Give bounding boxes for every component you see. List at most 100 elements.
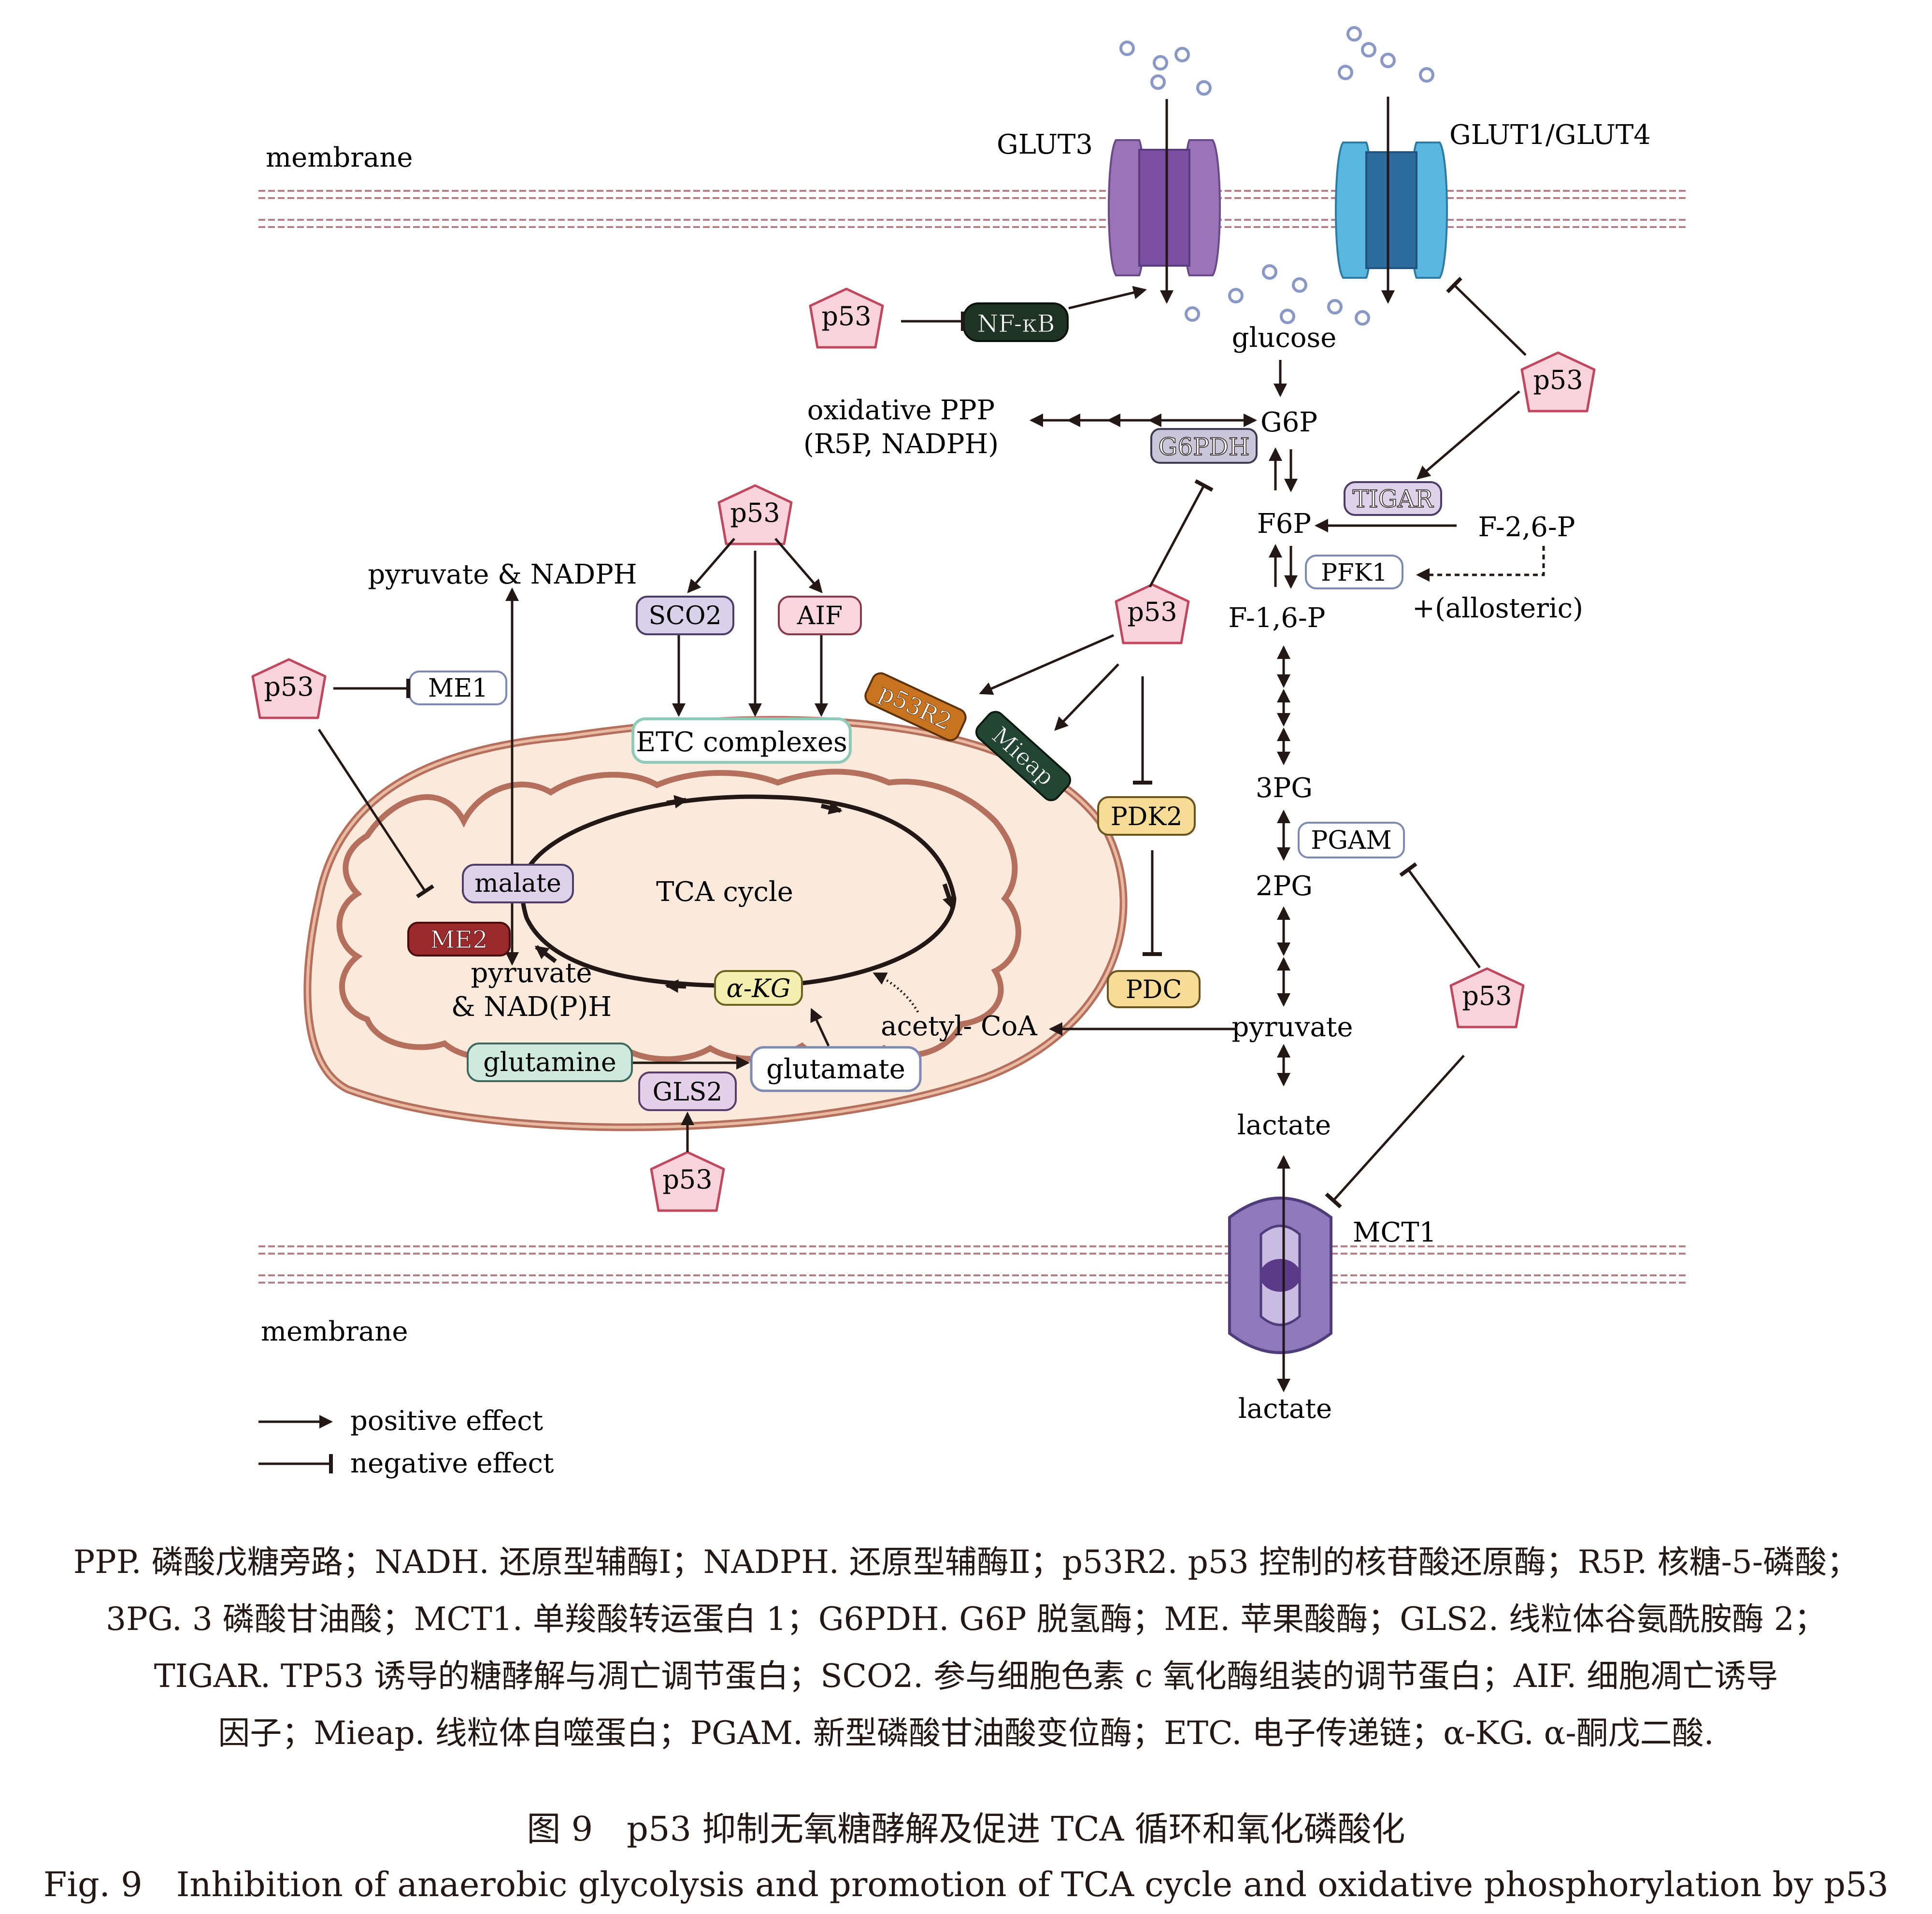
p53-node-nfkb: p53 [809,287,884,349]
tigar-box: TIGAR [1344,481,1442,516]
g6p-label: G6P [1260,407,1317,438]
legend: positive effect negative effect [258,1405,554,1479]
nfkb-box: NF-κB [963,302,1069,342]
p53-node-center: p53 [1115,583,1190,644]
mct1-transporter [1228,1197,1332,1354]
me1-label: ME1 [428,674,488,703]
caption-abbreviation-line: 3PG. 3 磷酸甘油酸；MCT1. 单羧酸转运蛋白 1；G6PDH. G6P … [106,1600,1826,1638]
tca-cycle-arrowheads [534,795,956,993]
p53-inhibits-mct1 [1325,1055,1465,1209]
glutamine-box: glutamine [467,1043,633,1082]
nfkb-label: NF-κB [977,310,1055,338]
membrane-top [258,190,1689,228]
glucose-label: glucose [1232,322,1337,354]
p53-inhibits-me2 [317,728,434,899]
aif-label: AIF [797,601,843,630]
f16p-label: F-1,6-P [1229,602,1326,634]
acetyl-coa-label: acetyl- CoA [881,1011,1037,1042]
glutamate-box: glutamate [750,1046,922,1092]
p53-activates-tigar [1416,390,1520,480]
pgam-box: PGAM [1298,822,1405,858]
alpha-kg-box: α-KG [714,970,803,1006]
glutamate-label: glutamate [766,1054,905,1085]
p53-node-gls2: p53 [650,1151,725,1212]
caption-abbreviation-line: PPP. 磷酸戊糖旁路；NADH. 还原型辅酶Ⅰ；NADPH. 还原型辅酶Ⅱ；p… [73,1543,1859,1581]
mct1-label: MCT1 [1353,1217,1436,1248]
allosteric-activation-arrow [1416,546,1545,582]
glut1-glut4-label: GLUT1/GLUT4 [1449,119,1651,151]
glutamine-label: glutamine [483,1047,616,1077]
p53-activates-sco2 [687,538,735,594]
caption-abbreviation-line: TIGAR. TP53 诱导的糖酵解与凋亡调节蛋白；SCO2. 参与细胞色素 c… [154,1657,1778,1695]
legend-positive-label: positive effect [350,1405,544,1437]
allosteric-label: +(allosteric) [1412,593,1583,624]
me2-box: ME2 [407,922,511,957]
lactate-inner-label: lactate [1237,1110,1331,1141]
glucose-molecules [1119,26,1434,326]
p53-activates-mieap [1054,663,1119,731]
pdc-box: PDC [1107,970,1201,1008]
glut3-label: GLUT3 [997,129,1093,160]
nfkb-activates-glut3 [1068,286,1147,310]
p53-label: p53 [662,1164,712,1195]
p53-label: p53 [1127,597,1177,627]
p53-label: p53 [821,301,871,331]
f26p-label: F-2,6-P [1478,512,1575,543]
ppp-label-line2: (R5P, NADPH) [803,429,999,460]
ppp-label-line1: oxidative PPP [807,395,995,426]
pyruvate-nadph-label: pyruvate & NADPH [368,559,637,590]
pdk2-box: PDK2 [1097,796,1196,836]
p53-inhibits-pgam [1399,862,1481,969]
pgam-label: PGAM [1311,826,1391,855]
pfk1-label: PFK1 [1321,558,1388,586]
glut3-transporter [1108,139,1221,276]
aif-box: AIF [778,596,862,635]
p53-label: p53 [264,671,314,702]
p53-node-me: p53 [251,658,327,719]
sco2-label: SCO2 [648,601,721,630]
g6pdh-label: G6PDH [1158,433,1249,461]
membrane-bottom-label: membrane [261,1316,408,1347]
p53-node-pgam: p53 [1449,967,1525,1028]
p53-label: p53 [1533,365,1583,395]
tca-cycle-label: TCA cycle [656,876,793,908]
p53-inhibits-g6pdh [1148,479,1214,588]
pyruvate-nadph2-line1: pyruvate [471,957,592,989]
p53-activates-aif [774,538,823,594]
pfk1-box: PFK1 [1305,555,1403,589]
etc-complexes-box: ETC complexes [631,717,852,764]
lactate-outer-label: lactate [1238,1393,1332,1425]
etc-complexes-label: ETC complexes [636,727,847,758]
caption-abbreviation-line: 因子；Mieap. 线粒体自噬蛋白；PGAM. 新型磷酸甘油酸变位酶；ETC. … [218,1714,1714,1752]
tigar-label: TIGAR [1353,485,1434,513]
membrane-bottom [258,1245,1689,1284]
f6p-label: F6P [1257,508,1311,540]
pyruvate-label: pyruvate [1232,1012,1353,1043]
gls2-box: GLS2 [638,1071,737,1111]
legend-negative-label: negative effect [350,1448,554,1479]
p53-label: p53 [1462,981,1512,1011]
3pg-label: 3PG [1256,772,1313,804]
malate-box: malate [462,864,574,903]
gls2-label: GLS2 [653,1078,723,1107]
membrane-top-label: membrane [266,142,413,173]
p53-node-etc: p53 [717,484,793,545]
me1-box: ME1 [409,671,507,705]
p53-activates-p53r2 [979,634,1114,695]
caption-title-en: Fig. 9 Inhibition of anaerobic glycolysi… [43,1865,1889,1904]
pdc-label: PDC [1126,975,1182,1004]
pdk2-label: PDK2 [1111,802,1183,831]
2pg-label: 2PG [1256,871,1313,902]
caption-title-cn: 图 9 p53 抑制无氧糖酵解及促进 TCA 循环和氧化磷酸化 [527,1809,1405,1849]
glut1-glut4-transporter [1335,142,1448,279]
malate-label: malate [474,869,561,898]
p53-label: p53 [730,498,780,528]
me2-label: ME2 [430,926,488,954]
caption-abbreviations: PPP. 磷酸戊糖旁路；NADH. 还原型辅酶Ⅰ；NADPH. 还原型辅酶Ⅱ；p… [0,1534,1932,1762]
sco2-box: SCO2 [636,596,734,635]
pyruvate-nadph2-line2: & NAD(P)H [451,991,612,1023]
p53-inhibits-glut14 [1446,276,1527,356]
p53-node-glut: p53 [1520,351,1596,413]
g6pdh-box: G6PDH [1150,428,1258,464]
